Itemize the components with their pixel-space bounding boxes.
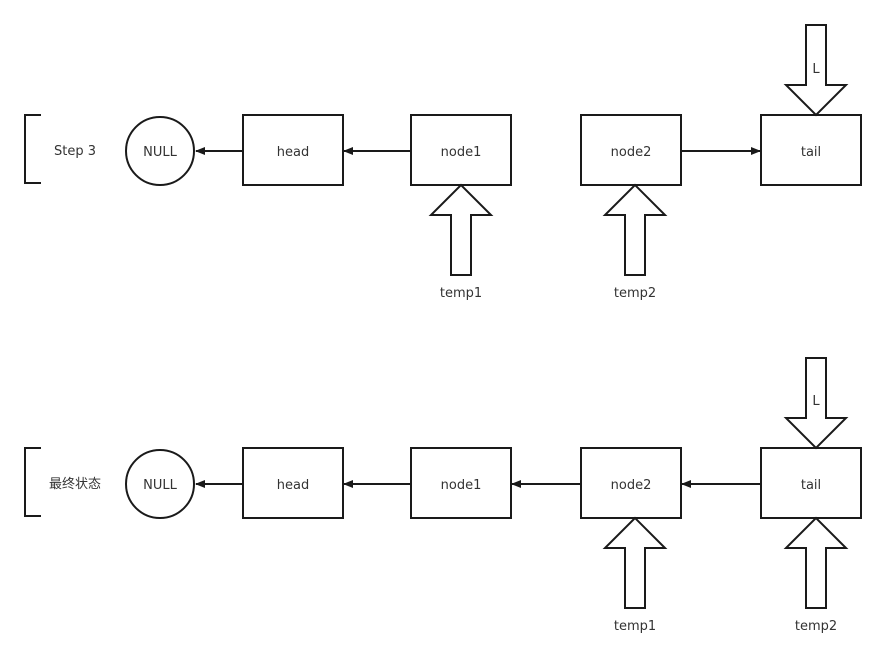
step3-tail-label: tail — [801, 145, 821, 160]
final-temp2-label: temp2 — [795, 619, 837, 634]
final-node1-label: node1 — [441, 478, 482, 493]
step3-section: Step 3 NULL head node1 node2 tail L temp… — [24, 24, 862, 301]
step3-node2-label: node2 — [611, 145, 652, 160]
final-head-node — [242, 447, 344, 519]
final-tail-label: tail — [801, 478, 821, 493]
final-section: 最终状态 NULL head node1 node2 tail L temp1 … — [24, 357, 862, 634]
step3-node2-node — [580, 114, 682, 186]
final-head-label: head — [277, 478, 309, 493]
step3-bracket — [24, 114, 41, 184]
final-node2-node — [580, 447, 682, 519]
step3-node1-node — [410, 114, 512, 186]
step3-head-node — [242, 114, 344, 186]
final-node1-node — [410, 447, 512, 519]
step3-head-label: head — [277, 145, 309, 160]
final-temp1-pointer-arrow — [602, 516, 668, 609]
step3-tail-node — [760, 114, 862, 186]
step3-l-pointer-label: L — [812, 62, 820, 77]
final-node2-label: node2 — [611, 478, 652, 493]
step3-temp1-label: temp1 — [440, 286, 482, 301]
final-temp1-label: temp1 — [614, 619, 656, 634]
step3-label: Step 3 — [54, 144, 96, 159]
step3-null-label: NULL — [143, 145, 177, 160]
step3-temp2-pointer-arrow — [602, 183, 668, 276]
final-bracket — [24, 447, 41, 517]
final-l-pointer-label: L — [812, 394, 820, 409]
step3-l-pointer-arrow — [783, 24, 849, 117]
step3-temp2-label: temp2 — [614, 286, 656, 301]
step3-node1-label: node1 — [441, 145, 482, 160]
final-l-pointer-arrow — [783, 357, 849, 450]
step3-null-node — [125, 116, 195, 186]
final-temp2-pointer-arrow — [783, 516, 849, 609]
final-null-label: NULL — [143, 478, 177, 493]
step3-temp1-pointer-arrow — [428, 183, 494, 276]
final-label: 最终状态 — [49, 476, 101, 492]
final-null-node — [125, 449, 195, 519]
